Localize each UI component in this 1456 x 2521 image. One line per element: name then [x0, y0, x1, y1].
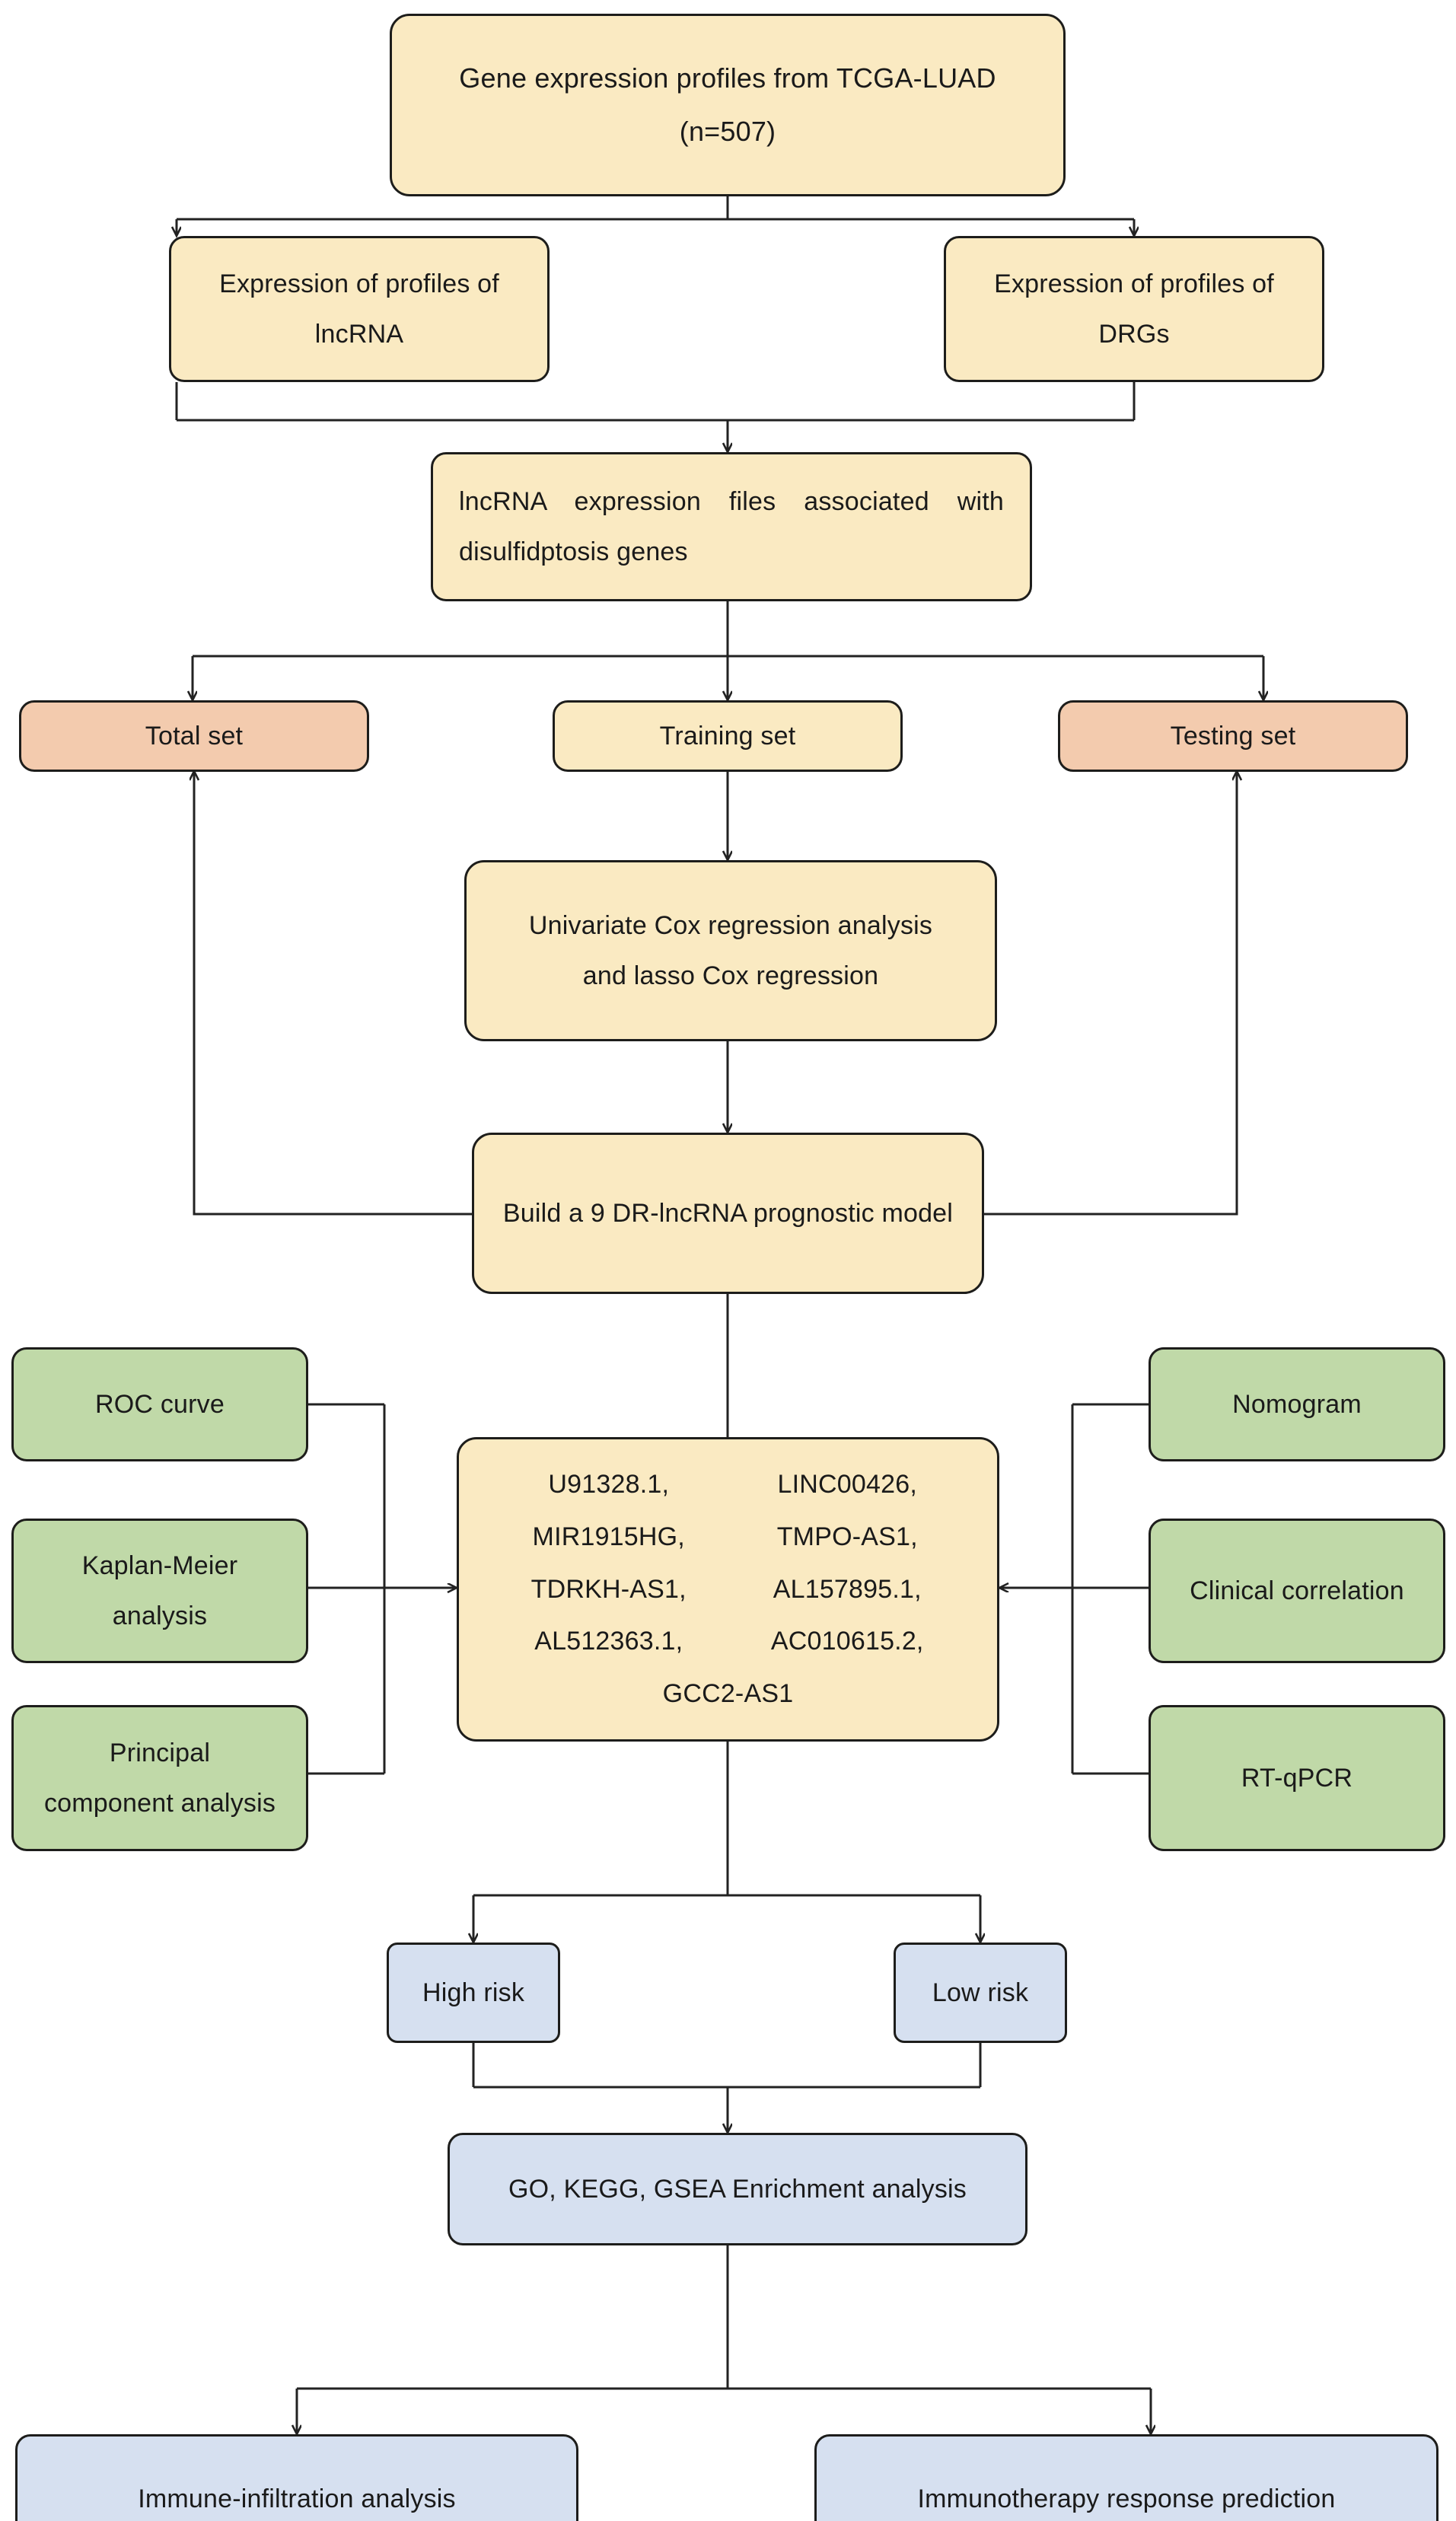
gene-item: AL512363.1, — [534, 1627, 683, 1656]
node-pca[interactable]: Principal component analysis — [11, 1705, 308, 1851]
node-roc-curve[interactable]: ROC curve — [11, 1347, 308, 1461]
node-lncrna-profiles-text: Expression of profiles of lncRNA — [171, 259, 547, 360]
node-testing-set[interactable]: Testing set — [1058, 700, 1408, 772]
node-clinical-correlation-label: Clinical correlation — [1190, 1576, 1404, 1605]
node-testing-set-label: Testing set — [1170, 721, 1296, 751]
gene-item: AL157895.1, — [773, 1574, 922, 1604]
node-high-risk[interactable]: High risk — [387, 1943, 560, 2043]
node-nomogram[interactable]: Nomogram — [1149, 1347, 1445, 1461]
node-immunotherapy-response[interactable]: Immunotherapy response prediction — [814, 2434, 1438, 2521]
pca-line-2: component analysis — [43, 1789, 276, 1818]
node-training-set-label: Training set — [659, 721, 796, 751]
drg-profiles-line-1: Expression of profiles of — [994, 269, 1274, 298]
node-lncrna-profiles[interactable]: Expression of profiles of lncRNA — [169, 236, 550, 382]
gene-item: TMPO-AS1, — [776, 1522, 918, 1551]
node-enrichment-analysis-label: GO, KEGG, GSEA Enrichment analysis — [508, 2174, 967, 2204]
cox-line-2: and lasso Cox regression — [582, 961, 879, 990]
node-total-set[interactable]: Total set — [19, 700, 369, 772]
node-lncrna-files[interactable]: lncRNA expression files associated with … — [431, 452, 1032, 601]
node-source-dataset-text: Gene expression profiles from TCGA-LUAD … — [392, 52, 1063, 158]
node-drg-profiles-text: Expression of profiles of DRGs — [946, 259, 1322, 360]
gene-item: TDRKH-AS1, — [530, 1574, 687, 1604]
node-nomogram-label: Nomogram — [1232, 1389, 1362, 1419]
node-cox-regression-text: Univariate Cox regression analysis and l… — [467, 900, 995, 1002]
node-roc-curve-label: ROC curve — [95, 1389, 225, 1419]
gene-item: LINC00426, — [777, 1470, 917, 1500]
node-enrichment-analysis[interactable]: GO, KEGG, GSEA Enrichment analysis — [448, 2133, 1027, 2245]
node-pca-text: Principal component analysis — [14, 1728, 306, 1829]
node-lncrna-files-text: lncRNA expression files associated with … — [459, 486, 1004, 566]
node-kaplan-meier[interactable]: Kaplan-Meier analysis — [11, 1519, 308, 1663]
node-clinical-correlation[interactable]: Clinical correlation — [1149, 1519, 1445, 1663]
node-prognostic-model[interactable]: Build a 9 DR-lncRNA prognostic model — [472, 1133, 984, 1294]
node-rt-qpcr-label: RT-qPCR — [1241, 1763, 1353, 1793]
node-low-risk[interactable]: Low risk — [894, 1943, 1067, 2043]
km-line-2: analysis — [112, 1602, 208, 1630]
node-drg-profiles[interactable]: Expression of profiles of DRGs — [944, 236, 1324, 382]
node-source-dataset[interactable]: Gene expression profiles from TCGA-LUAD … — [390, 14, 1066, 196]
node-high-risk-label: High risk — [422, 1978, 525, 2007]
gene-item: GCC2-AS1 — [662, 1679, 794, 1708]
source-line-1: Gene expression profiles from TCGA-LUAD — [459, 62, 996, 94]
source-line-2: (n=507) — [679, 116, 776, 147]
node-low-risk-label: Low risk — [932, 1978, 1029, 2007]
node-cox-regression[interactable]: Univariate Cox regression analysis and l… — [464, 860, 997, 1041]
node-immune-infiltration[interactable]: Immune-infiltration analysis — [15, 2434, 578, 2521]
node-immunotherapy-response-label: Immunotherapy response prediction — [917, 2484, 1336, 2513]
node-lncrna-signature-genes: U91328.1, LINC00426, MIR1915HG, TMPO-AS1… — [459, 1458, 997, 1719]
km-line-1: Kaplan-Meier — [81, 1551, 238, 1580]
lncrna-profiles-line-1: Expression of profiles of — [219, 269, 499, 298]
node-prognostic-model-label: Build a 9 DR-lncRNA prognostic model — [502, 1198, 954, 1228]
node-total-set-label: Total set — [145, 721, 244, 751]
drg-profiles-line-2: DRGs — [1098, 320, 1170, 349]
pca-line-1: Principal — [109, 1738, 211, 1767]
node-lncrna-signature[interactable]: U91328.1, LINC00426, MIR1915HG, TMPO-AS1… — [457, 1437, 999, 1742]
cox-line-1: Univariate Cox regression analysis — [528, 910, 933, 940]
node-training-set[interactable]: Training set — [553, 700, 903, 772]
gene-item: AC010615.2, — [770, 1627, 924, 1656]
gene-item: U91328.1, — [548, 1470, 670, 1500]
node-kaplan-meier-text: Kaplan-Meier analysis — [14, 1541, 306, 1642]
node-immune-infiltration-label: Immune-infiltration analysis — [138, 2484, 456, 2513]
node-rt-qpcr[interactable]: RT-qPCR — [1149, 1705, 1445, 1851]
lncrna-profiles-line-2: lncRNA — [314, 320, 404, 349]
gene-item: MIR1915HG, — [532, 1522, 685, 1551]
